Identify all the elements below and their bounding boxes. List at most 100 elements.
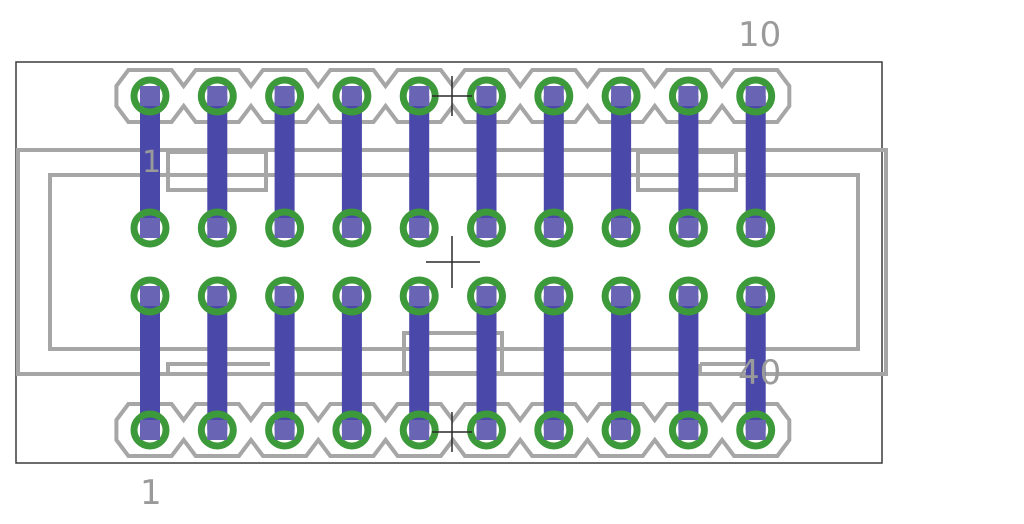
pad-hole: [611, 420, 632, 440]
pad-hole: [207, 86, 228, 106]
pad-r2-c4: [332, 208, 372, 248]
pad-hole: [476, 286, 497, 306]
pad-hole: [476, 86, 497, 106]
pad-hole: [341, 286, 362, 306]
pad-ring: [467, 208, 506, 248]
label-bottom-left: 1: [140, 473, 162, 513]
crosshair-bottom: [432, 412, 472, 452]
pad-hole: [409, 86, 430, 106]
pad-r2-c9: [668, 208, 708, 248]
trace-group: [140, 96, 766, 430]
pad-ring: [534, 410, 574, 450]
pad-ring: [197, 410, 237, 450]
pad-hole: [745, 218, 766, 238]
pad-hole: [611, 286, 632, 306]
pad-ring: [668, 208, 708, 248]
pad-r2-c1: [130, 208, 170, 248]
pad-hole: [207, 286, 228, 306]
pad-hole: [678, 286, 699, 306]
pad-ring: [197, 208, 237, 248]
pad-ring: [467, 276, 506, 316]
pad-ring: [601, 208, 641, 248]
pad-ring: [332, 410, 372, 450]
pad-hole: [745, 286, 766, 306]
pad-r2-c7: [534, 208, 574, 248]
label-top-right: 10: [738, 15, 781, 55]
pad-ring: [467, 410, 506, 450]
pad-r1-c7: [534, 76, 574, 116]
pad-ring: [534, 208, 574, 248]
pad-hole: [611, 86, 632, 106]
pad-hole: [678, 218, 699, 238]
pad-hole: [207, 420, 228, 440]
pad-r1-c9: [668, 76, 708, 116]
pad-hole: [341, 420, 362, 440]
pad-hole: [140, 286, 160, 306]
pad-r4-c5: [399, 410, 439, 450]
pad-group: [130, 76, 776, 450]
pad-ring: [736, 276, 776, 316]
bottom-rail: [166, 362, 764, 372]
pad-ring: [130, 76, 170, 116]
pad-hole: [409, 218, 430, 238]
pad-hole: [678, 86, 699, 106]
pad-ring: [534, 276, 574, 316]
crosshair-group: [426, 76, 480, 452]
pad-ring: [332, 276, 372, 316]
pad-hole: [274, 218, 295, 238]
pad-ring: [601, 76, 641, 116]
pad-hole: [678, 420, 699, 440]
pad-ring: [265, 276, 305, 316]
pad-ring: [601, 276, 641, 316]
pad-ring: [399, 276, 439, 316]
pad-ring: [332, 76, 372, 116]
pad-ring: [736, 410, 776, 450]
label-inner-right: 40: [738, 353, 781, 393]
pad-r4-c2: [197, 410, 237, 450]
pad-ring: [332, 208, 372, 248]
pad-ring: [265, 76, 305, 116]
pad-r2-c10: [736, 208, 776, 248]
pad-r3-c8: [601, 276, 641, 316]
crosshair-center: [426, 236, 480, 288]
pad-r3-c3: [265, 276, 305, 316]
pad-r3-c5: [399, 276, 439, 316]
pad-r2-c6: [467, 208, 506, 248]
pad-r3-c4: [332, 276, 372, 316]
pad-hole: [140, 420, 160, 440]
pad-ring: [668, 410, 708, 450]
pad-r2-c3: [265, 208, 305, 248]
connector-body-inner: [48, 173, 860, 351]
pad-r3-c9: [668, 276, 708, 316]
pad-ring: [130, 208, 170, 248]
pad-r4-c10: [736, 410, 776, 450]
pad-hole: [207, 218, 228, 238]
pad-r1-c10: [736, 76, 776, 116]
pad-hole: [543, 420, 564, 440]
pad-hole: [745, 86, 766, 106]
pad-r4-c6: [467, 410, 506, 450]
pad-ring: [668, 76, 708, 116]
pad-r2-c5: [399, 208, 439, 248]
pad-hole: [341, 218, 362, 238]
pad-hole: [341, 86, 362, 106]
pad-r3-c7: [534, 276, 574, 316]
pad-ring: [534, 76, 574, 116]
pad-r1-c3: [265, 76, 305, 116]
pad-hole: [140, 218, 160, 238]
pad-hole: [274, 286, 295, 306]
pad-r3-c10: [736, 276, 776, 316]
pad-hole: [274, 420, 295, 440]
pad-r3-c1: [130, 276, 170, 316]
pad-ring: [399, 410, 439, 450]
pad-hole: [409, 286, 430, 306]
header-outline-top: [114, 68, 792, 124]
pad-ring: [265, 208, 305, 248]
pad-hole: [140, 86, 160, 106]
pad-hole: [476, 420, 497, 440]
pad-r4-c1: [130, 410, 170, 450]
pad-hole: [543, 286, 564, 306]
pad-r1-c4: [332, 76, 372, 116]
pad-r1-c1: [130, 76, 170, 116]
